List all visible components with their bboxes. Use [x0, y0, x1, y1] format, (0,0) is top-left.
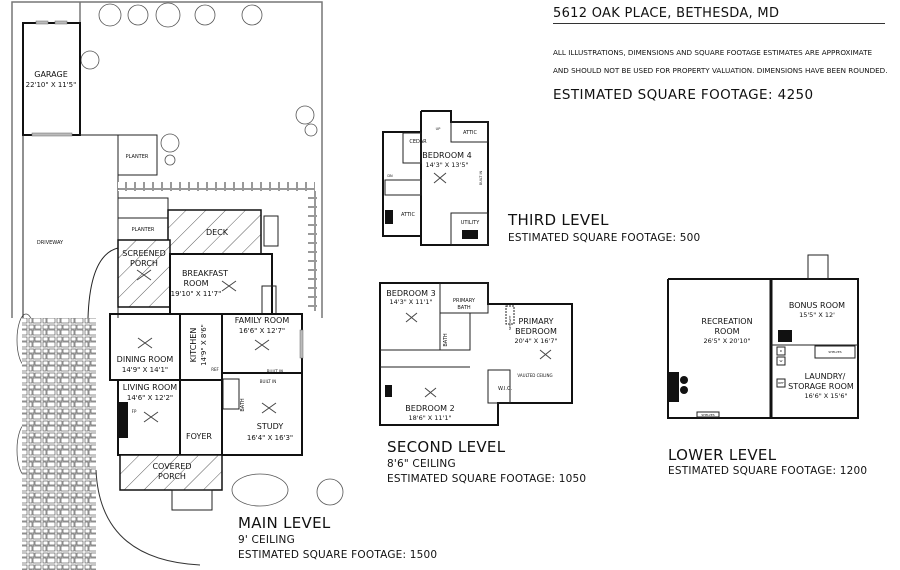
room-label: FAMILY ROOM: [235, 316, 290, 325]
room-label: SCREENED: [122, 249, 166, 258]
room-label: STUDY: [257, 422, 284, 431]
room-label: BONUS ROOM: [789, 301, 845, 310]
room-label: 16'4" X 16'3": [247, 434, 293, 442]
room-label: 14'9" X 8'6": [200, 324, 208, 366]
room-label: 16'6" X 15'6": [805, 392, 848, 400]
cedar-closet: [402, 132, 422, 164]
foyer: [179, 379, 223, 456]
room-label: UTILITY: [461, 220, 481, 226]
room-label: LAUNDRY/: [805, 372, 846, 381]
room-label: 14'3" X 13'5": [426, 161, 469, 169]
room-label: 15'5" X 12': [799, 311, 835, 319]
room-label: BEDROOM 4: [422, 151, 471, 160]
planter-1: [117, 134, 158, 176]
second-level-ceiling: 8'6" CEILING: [387, 458, 456, 470]
room-label: PORCH: [158, 472, 186, 481]
room-label: ROOM: [183, 279, 208, 288]
room-label: DN: [387, 174, 393, 178]
room-label: PLANTER: [132, 227, 155, 233]
third-level-title: THIRD LEVEL: [508, 211, 609, 229]
property-address: 5612 OAK PLACE, BETHESDA, MD: [553, 6, 780, 21]
room-label: BATH: [240, 398, 246, 412]
attic-1: [450, 121, 489, 143]
lower-level-sqft: ESTIMATED SQUARE FOOTAGE: 1200: [668, 465, 868, 477]
main-level-ceiling: 9' CEILING: [238, 534, 295, 546]
study: [221, 372, 303, 456]
room-label: BUILT IN: [479, 170, 483, 185]
second-level-title: SECOND LEVEL: [387, 438, 506, 456]
room-label: 14'6" X 12'2": [127, 394, 173, 402]
room-label: 18'6" X 11'1": [409, 414, 452, 422]
room-label: BEDROOM 2: [405, 404, 454, 413]
lower-level-title: LOWER LEVEL: [668, 446, 777, 464]
room-label: 22'10" X 11'5": [26, 81, 77, 89]
room-label: 14'9" X 14'1": [122, 366, 168, 374]
total-square-footage: ESTIMATED SQUARE FOOTAGE: 4250: [553, 87, 814, 103]
room-label: DINING ROOM: [117, 355, 174, 364]
room-label: W: [780, 359, 783, 363]
room-label: ROOM: [714, 327, 739, 336]
stone-walkway: [22, 318, 96, 570]
room-label: GARAGE: [34, 70, 68, 79]
room-label: BREAKFAST: [182, 269, 228, 278]
room-label: PRIMARY: [518, 317, 553, 326]
room-label: STORAGE ROOM: [788, 382, 854, 391]
room-label: BUILT IN: [260, 379, 276, 384]
room-label: BEDROOM: [515, 327, 557, 336]
room-label: ATTIC: [463, 130, 478, 136]
room-label: LIVING ROOM: [123, 383, 178, 392]
deck: [167, 209, 262, 255]
disclaimer-line-1: ALL ILLUSTRATIONS, DIMENSIONS AND SQUARE…: [553, 48, 873, 57]
room-label: BEDROOM 3: [386, 289, 435, 298]
room-label: CEDAR: [409, 139, 427, 145]
room-label: 14'3" X 11'1": [390, 298, 433, 306]
second-level-plan: BEDROOM 3 14'3" X 11'1" PRIMARY BATH BAT…: [379, 282, 573, 426]
room-label: PLANTER: [126, 154, 149, 160]
room-label: RECREATION: [701, 317, 752, 326]
room-label: SHELVES: [701, 413, 714, 417]
skylight-outline: [505, 305, 515, 325]
room-label: W.I.C.: [498, 386, 513, 392]
room-label: COVERED: [152, 462, 191, 471]
room-label: UP: [436, 127, 441, 131]
room-label: ATTIC: [401, 212, 416, 218]
room-label: VAULTED CEILING: [517, 373, 552, 378]
disclaimer-line-2: AND SHOULD NOT BE USED FOR PROPERTY VALU…: [553, 66, 888, 75]
main-level-title: MAIN LEVEL: [238, 514, 331, 532]
address-underline: [553, 23, 885, 24]
fireplace: [119, 402, 128, 438]
room-label: REF: [211, 367, 219, 372]
room-label: SKYLIGHT: [508, 316, 512, 331]
main-level-sqft: ESTIMATED SQUARE FOOTAGE: 1500: [238, 549, 438, 561]
room-label: D: [780, 349, 783, 353]
room-label: SHELVES: [828, 350, 841, 354]
room-label: 16'6" X 12'7": [239, 327, 285, 335]
main-level-plan: GARAGE 22'10" X 11'5" DRIVEWAY PLANTER P…: [11, 1, 344, 570]
third-level-plan: CEDAR BEDROOM 4 14'3" X 13'5" ATTIC ATTI…: [382, 110, 489, 246]
room-label: KITCHEN: [189, 328, 198, 363]
screened-porch: [117, 239, 171, 308]
room-label: PRIMARY: [453, 298, 476, 304]
walk-in-closet: [487, 369, 511, 404]
garage: [22, 22, 81, 136]
third-level-sqft: ESTIMATED SQUARE FOOTAGE: 500: [508, 232, 701, 244]
room-label: 19'10" X 11'7": [171, 290, 222, 298]
room-label: REF: [778, 381, 784, 385]
room-label: FP: [132, 409, 137, 414]
room-label: 26'5" X 20'10": [703, 337, 750, 345]
bath: [439, 312, 471, 351]
utility: [450, 212, 489, 246]
room-label: BUILT IN: [267, 369, 283, 374]
room-label: 20'4" X 16'7": [515, 337, 558, 345]
second-level-sqft: ESTIMATED SQUARE FOOTAGE: 1050: [387, 473, 587, 485]
room-label: FOYER: [186, 432, 212, 441]
lower-level-plan: RECREATION ROOM 26'5" X 20'10" SHELVES B…: [667, 254, 859, 419]
room-label: PORCH: [130, 259, 158, 268]
room-label: DECK: [206, 228, 229, 237]
room-label: DRIVEWAY: [37, 240, 64, 246]
covered-porch: [119, 454, 223, 491]
room-label: BATH: [443, 333, 449, 347]
lot-boundary: [11, 1, 323, 318]
room-label: BATH: [457, 305, 471, 311]
